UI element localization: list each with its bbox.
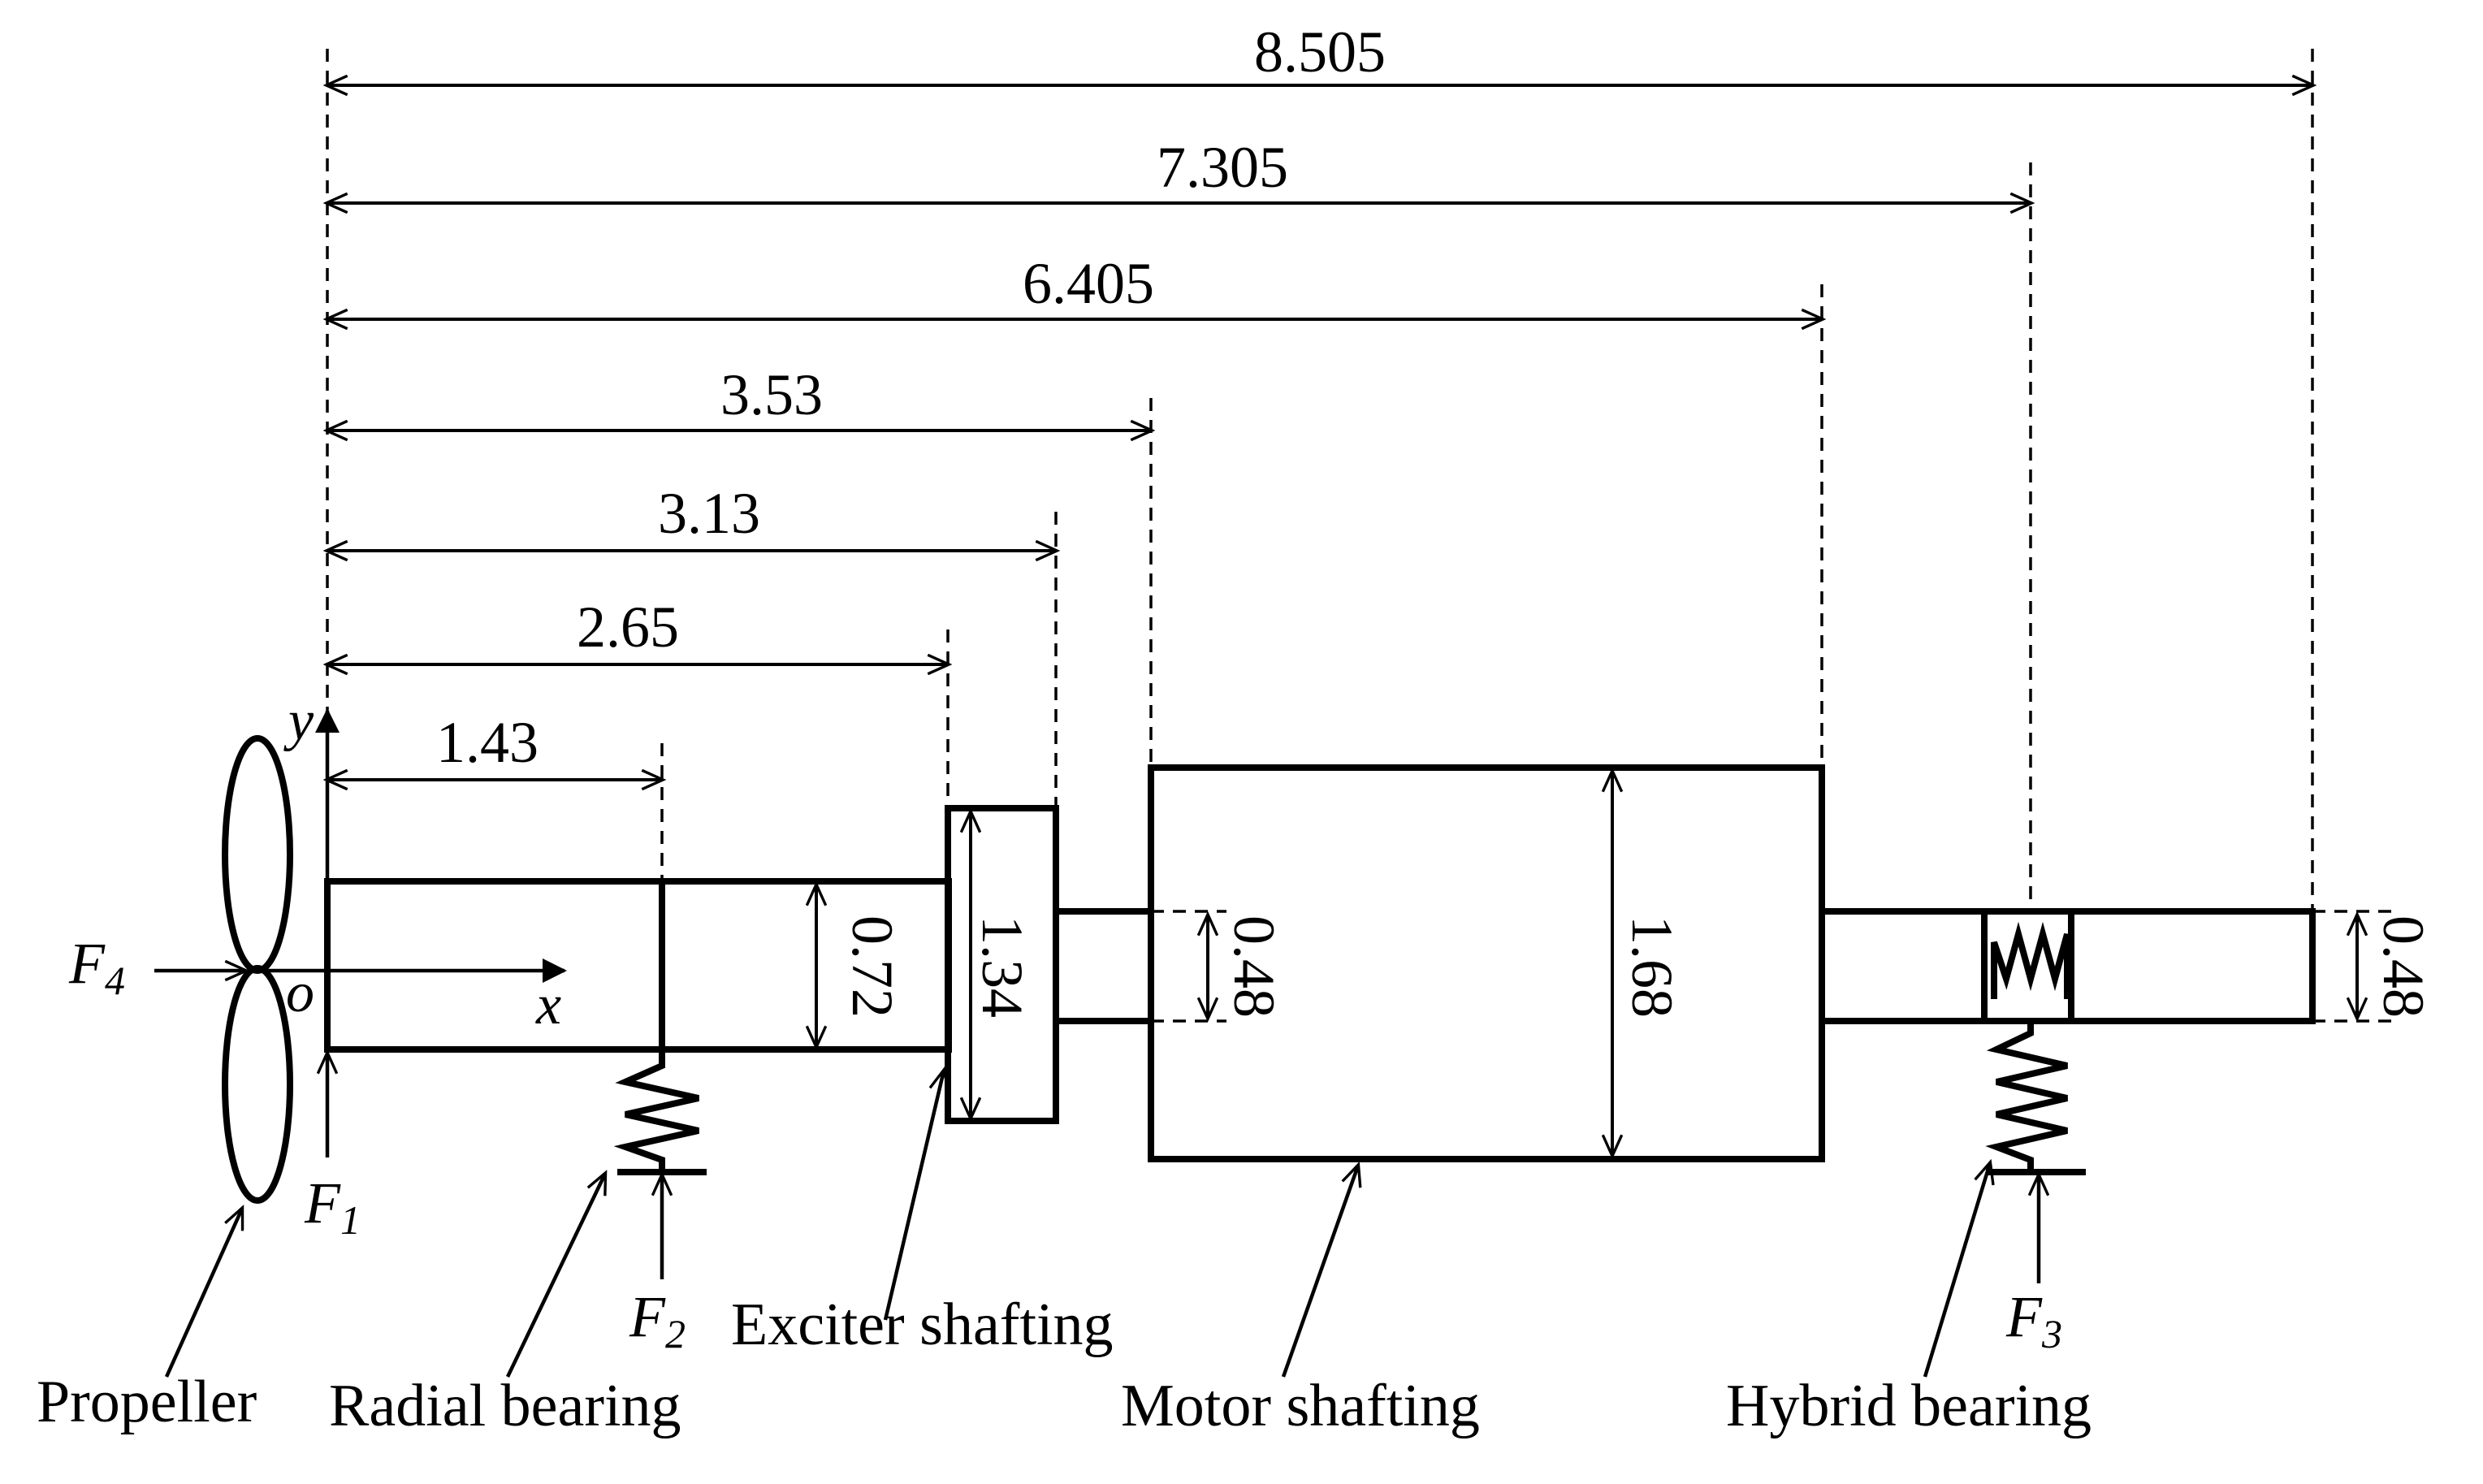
label-hybrid-bearing: Hybrid bearing xyxy=(1726,1373,2092,1439)
bearing-springs xyxy=(613,1021,2086,1175)
horizontal-dimensions: 8.505 7.305 6.405 3.53 3.13 2.65 1.43 xyxy=(327,19,2312,780)
radial-bearing-spring xyxy=(613,1049,699,1170)
label-exciter-shafting: Exciter shafting xyxy=(731,1291,1114,1358)
dimension-label-8505: 8.505 xyxy=(1254,19,1386,84)
diameter-label-134: 1.34 xyxy=(970,915,1035,1018)
label-motor-shafting: Motor shafting xyxy=(1121,1373,1480,1439)
force-label-f1: F1 xyxy=(304,1170,361,1243)
dimension-label-265: 2.65 xyxy=(577,595,679,660)
diameter-label-048-tail: 0.48 xyxy=(2371,915,2436,1018)
force-sub-f2: 2 xyxy=(665,1311,686,1356)
force-sub-f4: 4 xyxy=(105,958,125,1003)
force-label-f2: F2 xyxy=(629,1284,686,1356)
force-letter-f4: F xyxy=(68,931,106,996)
propeller xyxy=(222,735,327,1204)
component-leaders xyxy=(164,1071,1990,1378)
diameter-dimensions: 0.72 1.34 0.48 1.68 0.48 xyxy=(816,772,2436,1155)
leader-propeller xyxy=(164,1209,242,1378)
diameter-label-048-middle: 0.48 xyxy=(1222,915,1287,1018)
diameter-extensions xyxy=(1151,910,2392,1023)
leader-radial-bearing xyxy=(505,1174,605,1378)
leader-hybrid-bearing xyxy=(1923,1163,1990,1378)
exciter-disk xyxy=(945,805,1059,1124)
y-axis-label: y xyxy=(283,690,314,752)
force-letter-f3: F xyxy=(2005,1284,2043,1349)
leader-exciter-shafting xyxy=(883,1071,944,1321)
diameter-label-168: 1.68 xyxy=(1620,915,1685,1018)
component-labels: Propeller Radial bearing Exciter shaftin… xyxy=(37,1291,2092,1439)
dimension-label-313: 3.13 xyxy=(658,481,760,546)
dimension-label-353: 3.53 xyxy=(720,362,823,427)
dimension-label-143: 1.43 xyxy=(436,710,539,775)
shaft-bodies xyxy=(324,764,2316,1162)
x-axis-label: x xyxy=(535,974,561,1036)
force-letter-f2: F xyxy=(629,1284,666,1349)
extension-lines xyxy=(326,49,2314,914)
dimension-label-6405: 6.405 xyxy=(1023,251,1154,316)
force-sub-f1: 1 xyxy=(340,1197,361,1243)
propeller-blade-upper xyxy=(222,735,293,974)
label-propeller: Propeller xyxy=(37,1369,257,1435)
force-label-f4: F4 xyxy=(68,931,125,1003)
diameter-label-072: 0.72 xyxy=(840,915,905,1018)
force-sub-f3: 3 xyxy=(2041,1311,2062,1356)
force-letter-f1: F xyxy=(304,1170,341,1235)
hybrid-bearing-spring-inner xyxy=(1991,921,2070,999)
dimension-label-7305: 7.305 xyxy=(1157,135,1288,200)
hybrid-bearing-spring xyxy=(1985,1021,2068,1170)
leader-motor-shafting xyxy=(1281,1166,1358,1378)
label-radial-bearing: Radial bearing xyxy=(329,1373,681,1439)
forces: F1 F2 F3 F4 xyxy=(68,931,2062,1356)
propeller-blade-lower xyxy=(222,965,293,1204)
force-label-f3: F3 xyxy=(2005,1284,2062,1356)
